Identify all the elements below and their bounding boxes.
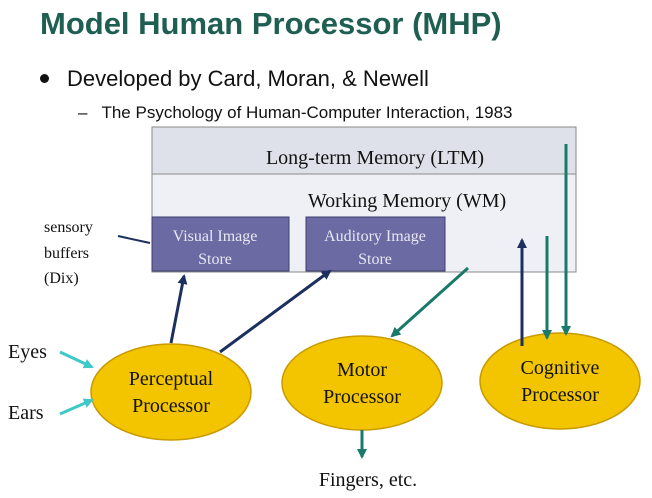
sensory-note-pointer <box>117 235 151 244</box>
perceptual-to-visual-arrow <box>169 274 188 344</box>
motor-label-line2: Processor <box>323 386 401 408</box>
auditory-store-label-line2: Store <box>358 251 392 268</box>
motor-label-line1: Motor <box>337 359 387 381</box>
perceptual-label-line1: Perceptual <box>129 368 214 390</box>
bullet-dot-icon <box>40 73 49 83</box>
cognitive-label-line2: Processor <box>521 384 599 406</box>
bullet-text: Developed by Card, Moran, & Newell <box>67 66 429 91</box>
visual-store-label-line2: Store <box>198 251 232 268</box>
perceptual-processor <box>90 343 252 441</box>
sub-bullet-text: The Psychology of Human-Computer Interac… <box>101 103 513 122</box>
ltm-label: Long-term Memory (LTM) <box>266 147 484 169</box>
cognitive-label-line1: Cognitive <box>521 357 600 379</box>
ltm-band <box>151 126 577 175</box>
motor-processor <box>281 335 443 431</box>
wm-to-motor-arrow <box>390 266 470 338</box>
eyes-arrow <box>59 350 94 369</box>
bullet-item: Developed by Card, Moran, & Newell <box>40 66 429 92</box>
auditory-store-label-line1: Auditory Image <box>324 228 426 245</box>
auditory-image-store <box>305 216 446 272</box>
ears-label: Ears <box>8 402 44 424</box>
visual-store-label-line1: Visual Image <box>173 228 258 245</box>
ears-arrow <box>59 398 94 416</box>
perceptual-to-auditory-arrow <box>219 269 332 354</box>
fingers-label: Fingers, etc. <box>319 469 417 491</box>
cognitive-processor <box>479 332 641 430</box>
sensory-note-line1: sensory <box>44 219 93 236</box>
eyes-label: Eyes <box>8 341 47 363</box>
wm-label: Working Memory (WM) <box>308 190 506 212</box>
perceptual-label-line2: Processor <box>132 395 210 417</box>
visual-image-store <box>151 216 290 272</box>
slide-title: Model Human Processor (MHP) <box>40 6 502 41</box>
sub-bullet-item: –The Psychology of Human-Computer Intera… <box>78 103 513 123</box>
sub-bullet-dash: – <box>78 103 88 122</box>
sensory-note-line3: (Dix) <box>44 270 79 287</box>
sensory-note-line2: buffers <box>44 245 89 262</box>
